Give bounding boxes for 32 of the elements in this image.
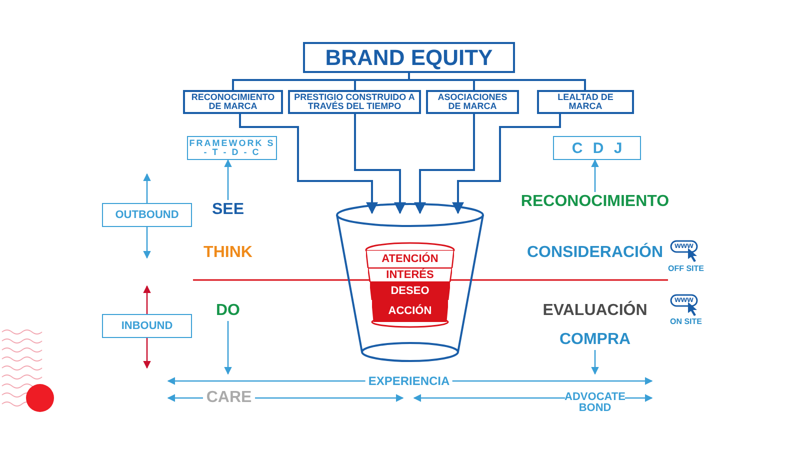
category-box: RECONOCIMIENTO DE MARCA xyxy=(183,90,283,114)
connector-line xyxy=(408,73,586,90)
title-box: BRAND EQUITY xyxy=(303,42,515,73)
strategy-box: OUTBOUND xyxy=(102,203,192,227)
funnel-stage: ATENCIÓN xyxy=(366,250,454,268)
arrow xyxy=(239,114,378,214)
funnel-stage: INTERÉS xyxy=(368,268,452,282)
framework-box: C D J xyxy=(553,136,641,160)
category-box: PRESTIGIO CONSTRUIDO A TRAVÉS DEL TIEMPO xyxy=(288,90,421,114)
arrow xyxy=(591,350,599,375)
span-label: EXPERIENCIA xyxy=(365,375,453,387)
arrow xyxy=(143,173,151,203)
arrow xyxy=(143,227,151,259)
funnel-stage: ACCIÓN xyxy=(372,300,448,322)
category-box: ASOCIACIONES DE MARCA xyxy=(426,90,519,114)
url-text: www xyxy=(674,296,694,304)
category-box: LEALTAD DE MARCA xyxy=(537,90,634,114)
url-text: www xyxy=(674,242,694,250)
site-label: OFF SITE xyxy=(665,265,707,273)
arrow xyxy=(143,338,151,369)
arrow xyxy=(591,159,599,192)
arrow xyxy=(414,114,475,214)
site-label: ON SITE xyxy=(667,318,705,326)
framework-box: FRAMEWORK S - T - D - C xyxy=(187,136,277,160)
stage-label: ADVOCATE BOND xyxy=(565,392,625,414)
arrow xyxy=(224,159,232,200)
arrow xyxy=(143,285,151,314)
strategy-box: INBOUND xyxy=(102,314,192,338)
arrow xyxy=(224,321,232,375)
arrow xyxy=(354,114,406,214)
arrow xyxy=(452,114,561,214)
funnel-stage: DESEO xyxy=(370,282,450,300)
